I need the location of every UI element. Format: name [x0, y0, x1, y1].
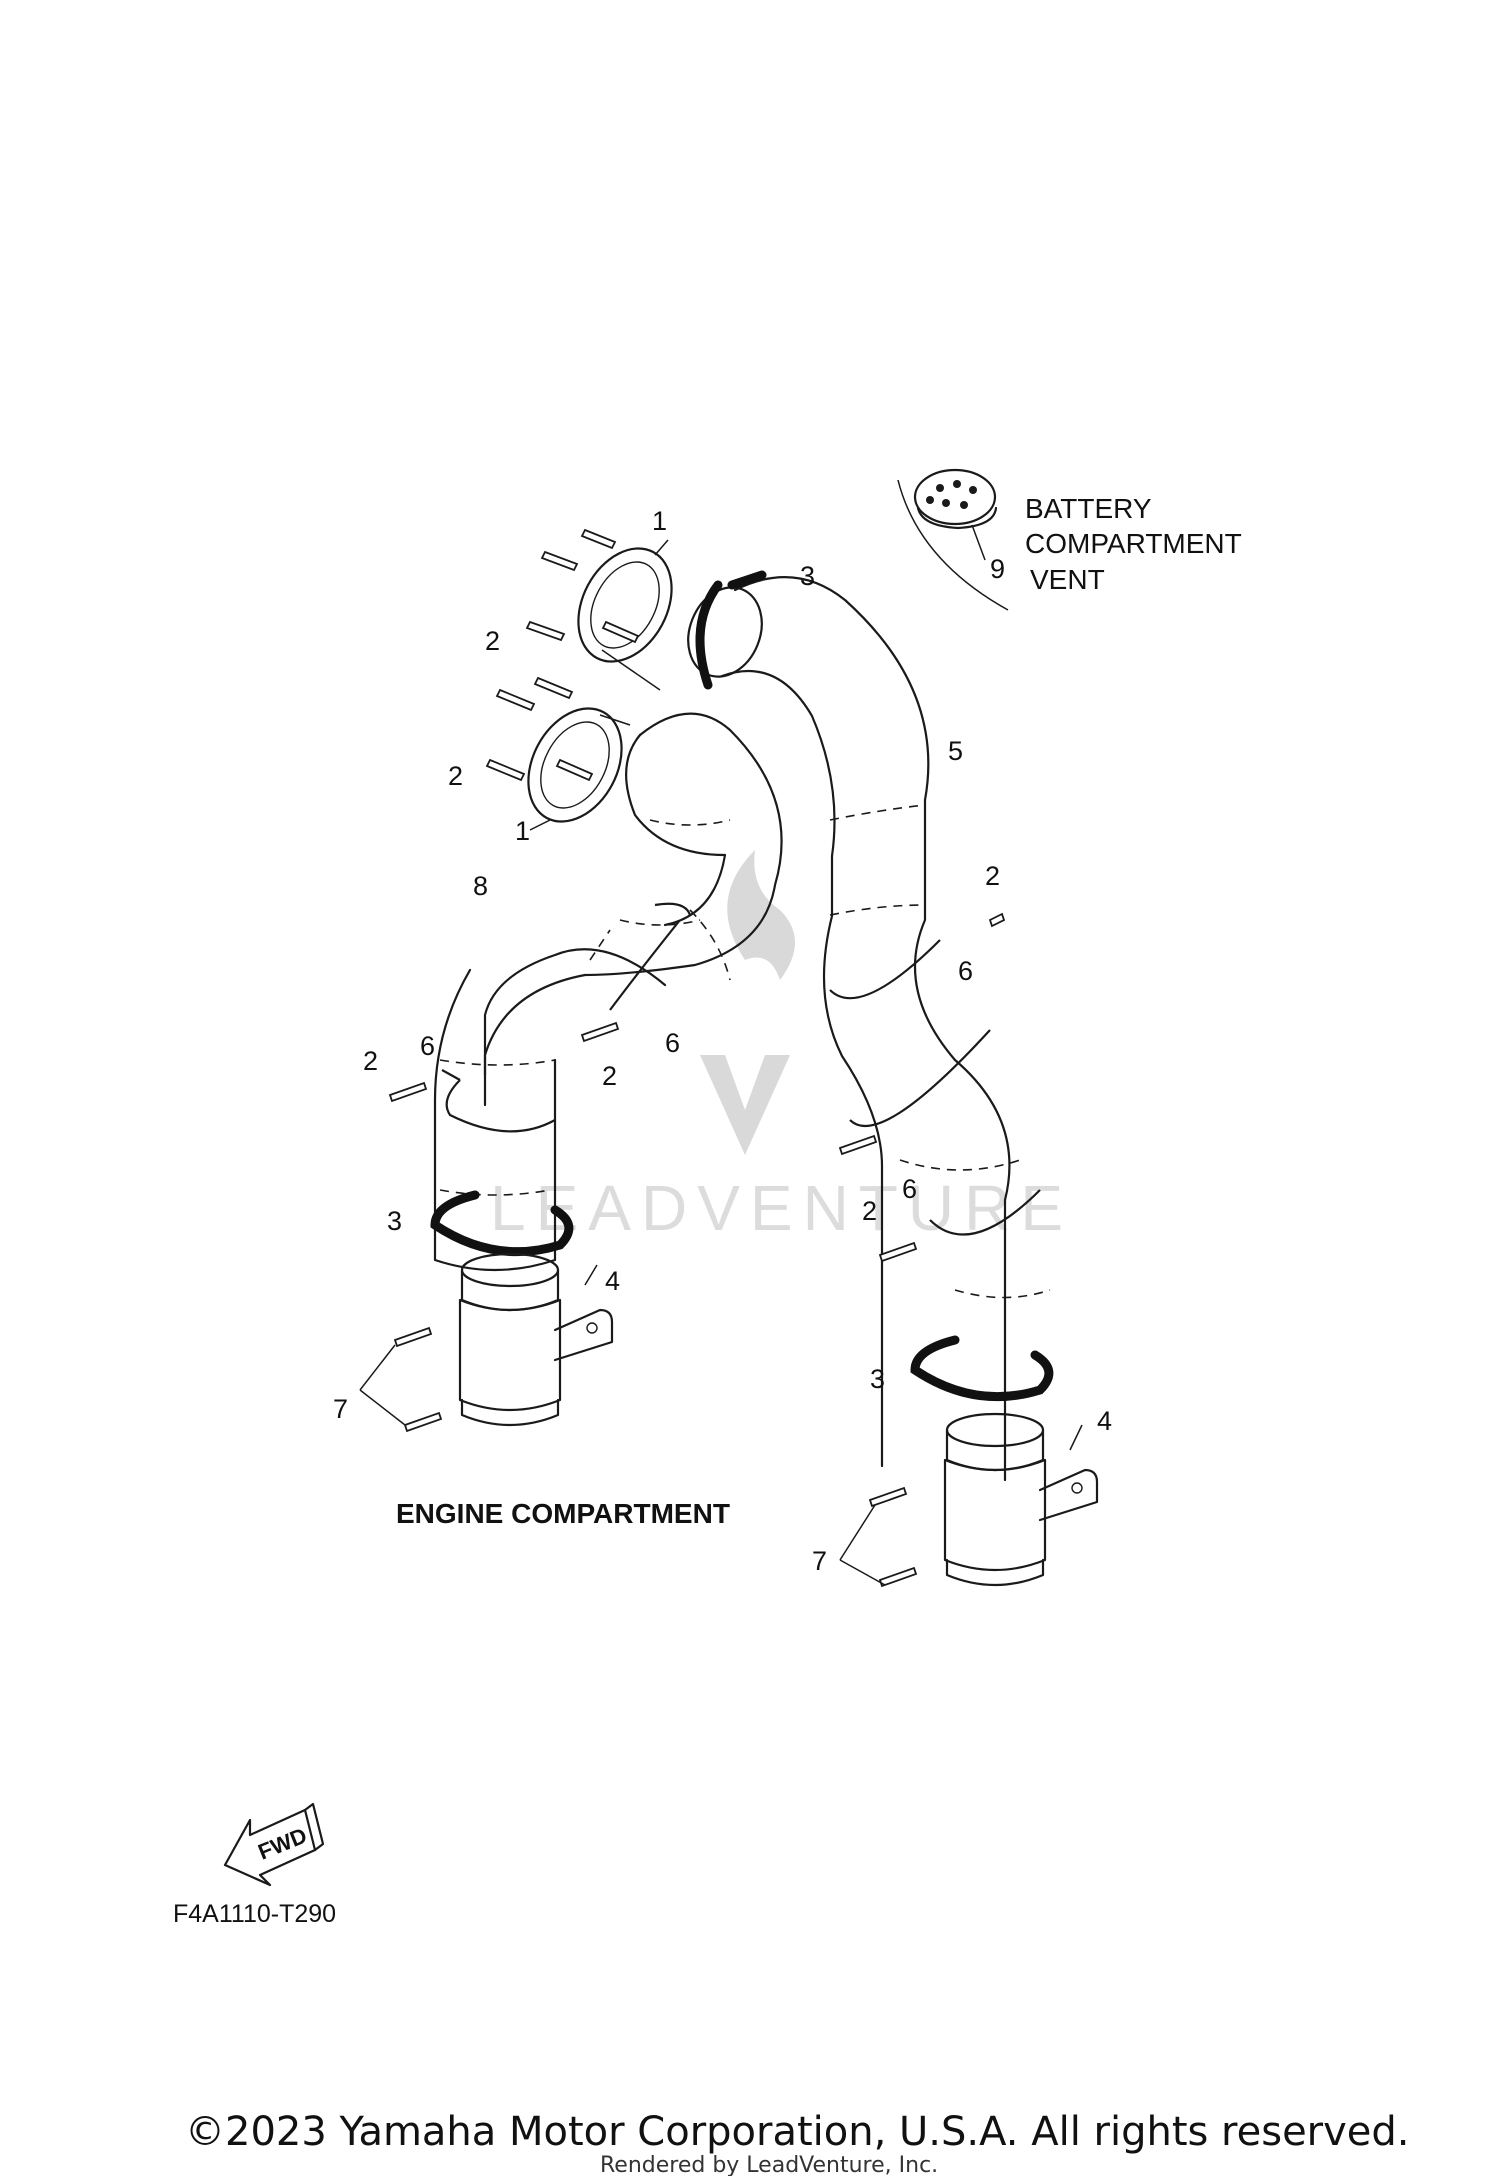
callout-3-a: 3: [800, 561, 815, 591]
callout-numbers: 1 1 2 2 2 2 2 2 3 3 3 4 4 5 6 6 6 6 7 7 …: [333, 506, 1112, 1576]
callout-6-a: 6: [420, 1031, 435, 1061]
callout-2-f: 2: [862, 1196, 877, 1226]
cable-ties: [441, 902, 1041, 1236]
callout-2-d: 2: [363, 1046, 378, 1076]
rendered-by-text: Rendered by LeadVenture, Inc.: [600, 2153, 938, 2176]
battery-vent-label-line3: VENT: [1030, 564, 1105, 595]
callout-1-lower: 1: [515, 816, 530, 846]
copyright-text: ©2023 Yamaha Motor Corporation, U.S.A. A…: [185, 2109, 1410, 2155]
callout-4-left: 4: [605, 1266, 620, 1296]
callout-4-right: 4: [1097, 1406, 1112, 1436]
hose-bands: [430, 570, 1054, 1402]
engine-compartment-label: ENGINE COMPARTMENT: [396, 1498, 730, 1529]
battery-vent-part: [897, 468, 1009, 611]
callout-2-c: 2: [985, 861, 1000, 891]
callout-1-upper: 1: [652, 506, 667, 536]
diagram-code: F4A1110-T290: [173, 1900, 336, 1928]
thru-hull-left: [359, 1252, 614, 1433]
callout-2-b: 2: [448, 761, 463, 791]
callout-6-b: 6: [665, 1028, 680, 1058]
screws-group-2: [388, 912, 1006, 1263]
battery-vent-label-line1: BATTERY: [1025, 493, 1152, 524]
callout-5: 5: [948, 736, 963, 766]
fwd-arrow-icon: FWD: [223, 1802, 325, 1887]
callout-2-a: 2: [485, 626, 500, 656]
callout-8: 8: [473, 871, 488, 901]
screws-group-1: [485, 528, 640, 782]
callout-7-left: 7: [333, 1394, 348, 1424]
leadventure-watermark: LEADVENTURE: [490, 850, 1073, 1244]
callout-3-c: 3: [870, 1364, 885, 1394]
callout-2-e: 2: [602, 1061, 617, 1091]
vent-cover-lower: [527, 707, 631, 831]
battery-vent-label-line2: COMPARTMENT: [1025, 528, 1242, 559]
vent-cover-upper: [577, 539, 673, 691]
watermark-text: LEADVENTURE: [490, 1172, 1073, 1244]
hose-5: [687, 576, 1051, 1482]
callout-3-b: 3: [387, 1206, 402, 1236]
callout-7-right: 7: [812, 1546, 827, 1576]
callout-6-d: 6: [902, 1174, 917, 1204]
battery-vent-label: BATTERY COMPARTMENT VENT: [1025, 493, 1242, 595]
callout-9: 9: [990, 554, 1005, 584]
thru-hull-right: [839, 1412, 1099, 1588]
callout-6-c: 6: [958, 956, 973, 986]
